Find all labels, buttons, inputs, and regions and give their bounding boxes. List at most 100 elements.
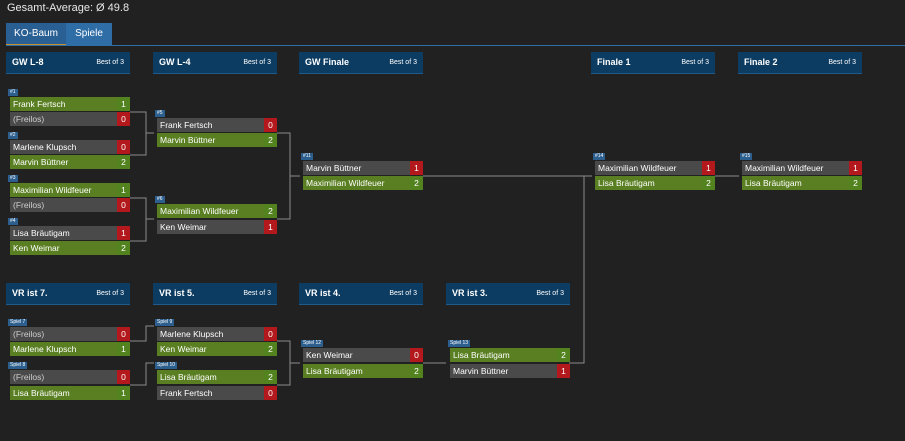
connector-line [277,176,291,220]
round-header-finale-2: Finale 2 Best of 3 [738,52,862,74]
round-bestof: Best of 3 [681,59,709,66]
connector-line [569,176,585,364]
player-score: 1 [557,364,570,378]
match-4-player-1[interactable]: Lisa Bräutigam 1 [10,226,130,240]
player-score: 2 [264,204,277,218]
match-11-player-1[interactable]: Marvin Büttner 1 [303,161,423,175]
player-score: 1 [410,161,423,175]
player-name: Lisa Bräutigam [450,348,557,362]
match-1-player-1[interactable]: Frank Fertsch 1 [10,97,130,111]
player-name: Frank Fertsch [157,118,264,132]
spiel-7-player-1[interactable]: (Freilos) 0 [10,327,130,341]
player-name: Lisa Bräutigam [595,176,702,190]
round-bestof: Best of 3 [243,290,271,297]
match-3-player-2[interactable]: (Freilos) 0 [10,198,130,212]
player-name: Frank Fertsch [157,386,264,400]
player-name: Marvin Büttner [157,133,264,147]
player-name: Ken Weimar [303,348,410,362]
match-15-player-1[interactable]: Maximilian Wildfeuer 1 [742,161,862,175]
spiel-8-player-1[interactable]: (Freilos) 0 [10,370,130,384]
player-score: 0 [264,386,277,400]
connector-line [277,132,300,177]
round-title: GW L-8 [12,57,44,67]
connector-line [277,363,291,386]
tab-spiele[interactable]: Spiele [66,23,112,46]
player-name: Marlene Klupsch [157,327,264,341]
player-score: 2 [410,176,423,190]
round-bestof: Best of 3 [389,290,417,297]
match-tag: Spiel 10 [155,362,178,369]
player-name: Frank Fertsch [10,97,117,111]
player-name: (Freilos) [10,112,117,126]
spiel-8-player-2[interactable]: Lisa Bräutigam 1 [10,386,130,400]
spiel-12-player-2[interactable]: Lisa Bräutigam 2 [303,364,423,378]
spiel-7-player-2[interactable]: Marlene Klupsch 1 [10,342,130,356]
player-score: 0 [264,327,277,341]
player-name: Marlene Klupsch [10,342,117,356]
connector-line [277,340,300,364]
player-score: 0 [264,118,277,132]
player-score: 1 [117,342,130,356]
match-2-player-1[interactable]: Marlene Klupsch 0 [10,140,130,154]
player-score: 2 [264,370,277,384]
player-name: Maximilian Wildfeuer [303,176,410,190]
match-tag: Spiel 13 [448,340,471,347]
match-2-player-2[interactable]: Marvin Büttner 2 [10,155,130,169]
match-4-player-2[interactable]: Ken Weimar 2 [10,241,130,255]
player-name: Marvin Büttner [10,155,117,169]
player-name: Ken Weimar [10,241,117,255]
connector-line [130,325,154,342]
match-6-player-2[interactable]: Ken Weimar 1 [157,220,277,234]
player-score: 2 [702,176,715,190]
connector-line [130,219,147,242]
match-3-player-1[interactable]: Maximilian Wildfeuer 1 [10,183,130,197]
player-score: 1 [702,161,715,175]
round-header-vr-4: VR ist 4. Best of 3 [299,283,423,305]
match-5-player-1[interactable]: Frank Fertsch 0 [157,118,277,132]
player-score: 0 [117,140,130,154]
match-11-player-2[interactable]: Maximilian Wildfeuer 2 [303,176,423,190]
average-label: Gesamt-Average: Ø 49.8 [7,2,130,14]
player-name: (Freilos) [10,370,117,384]
player-name: Maximilian Wildfeuer [595,161,702,175]
player-name: Marvin Büttner [450,364,557,378]
player-name: (Freilos) [10,327,117,341]
connector-line [130,197,154,220]
round-title: GW Finale [305,57,350,67]
round-header-vr-5: VR ist 5. Best of 3 [153,283,277,305]
match-6-player-1[interactable]: Maximilian Wildfeuer 2 [157,204,277,218]
spiel-9-player-1[interactable]: Marlene Klupsch 0 [157,327,277,341]
match-5-player-2[interactable]: Marvin Büttner 2 [157,133,277,147]
player-score: 1 [849,161,862,175]
spiel-13-player-2[interactable]: Marvin Büttner 1 [450,364,570,378]
match-1-player-2[interactable]: (Freilos) 0 [10,112,130,126]
spiel-13-player-1[interactable]: Lisa Bräutigam 2 [450,348,570,362]
match-14-player-1[interactable]: Maximilian Wildfeuer 1 [595,161,715,175]
player-name: Lisa Bräutigam [157,370,264,384]
round-bestof: Best of 3 [96,59,124,66]
round-bestof: Best of 3 [243,59,271,66]
spiel-10-player-2[interactable]: Frank Fertsch 0 [157,386,277,400]
player-name: Maximilian Wildfeuer [742,161,849,175]
spiel-12-player-1[interactable]: Ken Weimar 0 [303,348,423,362]
player-name: Ken Weimar [157,220,264,234]
match-tag: Spiel 9 [155,319,175,326]
player-score: 0 [117,370,130,384]
spiel-10-player-1[interactable]: Lisa Bräutigam 2 [157,370,277,384]
player-name: Marlene Klupsch [10,140,117,154]
player-score: 1 [117,97,130,111]
match-tag: #4 [8,218,18,225]
player-name: Lisa Bräutigam [10,386,117,400]
player-score: 2 [410,364,423,378]
player-score: 0 [117,198,130,212]
player-score: 0 [117,112,130,126]
player-score: 2 [264,133,277,147]
player-score: 1 [264,220,277,234]
spiel-9-player-2[interactable]: Ken Weimar 2 [157,342,277,356]
match-15-player-2[interactable]: Lisa Bräutigam 2 [742,176,862,190]
match-14-player-2[interactable]: Lisa Bräutigam 2 [595,176,715,190]
player-score: 2 [557,348,570,362]
player-score: 2 [117,241,130,255]
match-tag: #15 [740,153,753,160]
